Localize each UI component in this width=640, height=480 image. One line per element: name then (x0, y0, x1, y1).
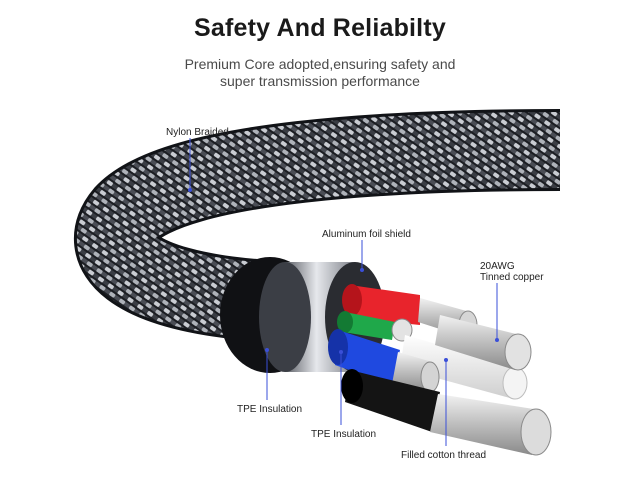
page-title: Safety And Reliabilty (194, 14, 446, 42)
black-wire (341, 369, 552, 456)
subtitle-line-2: super transmission performance (220, 73, 420, 89)
callout-dots (188, 188, 499, 362)
callout-leaders (189, 138, 498, 446)
red-wire (342, 284, 478, 340)
nylon-braid-sheath (74, 109, 561, 341)
label-tinned-copper: Tinned copper (480, 272, 544, 283)
label-tpe-insulation-inner: TPE Insulation (311, 429, 377, 440)
green-wire (337, 311, 413, 342)
tinned-copper-strand (435, 315, 532, 371)
label-tpe-insulation-outer: TPE Insulation (237, 404, 303, 415)
subtitle-line-1: Premium Core adopted,ensuring safety and (184, 56, 456, 72)
cotton-thread-filler (400, 335, 528, 400)
label-20awg: 20AWG (480, 261, 515, 272)
blue-wire (328, 329, 440, 393)
label-aluminum-foil-shield: Aluminum foil shield (322, 229, 411, 240)
label-nylon-braided: Nylon Braided (166, 127, 229, 138)
label-filled-cotton-thread: Filled cotton thread (401, 450, 487, 461)
